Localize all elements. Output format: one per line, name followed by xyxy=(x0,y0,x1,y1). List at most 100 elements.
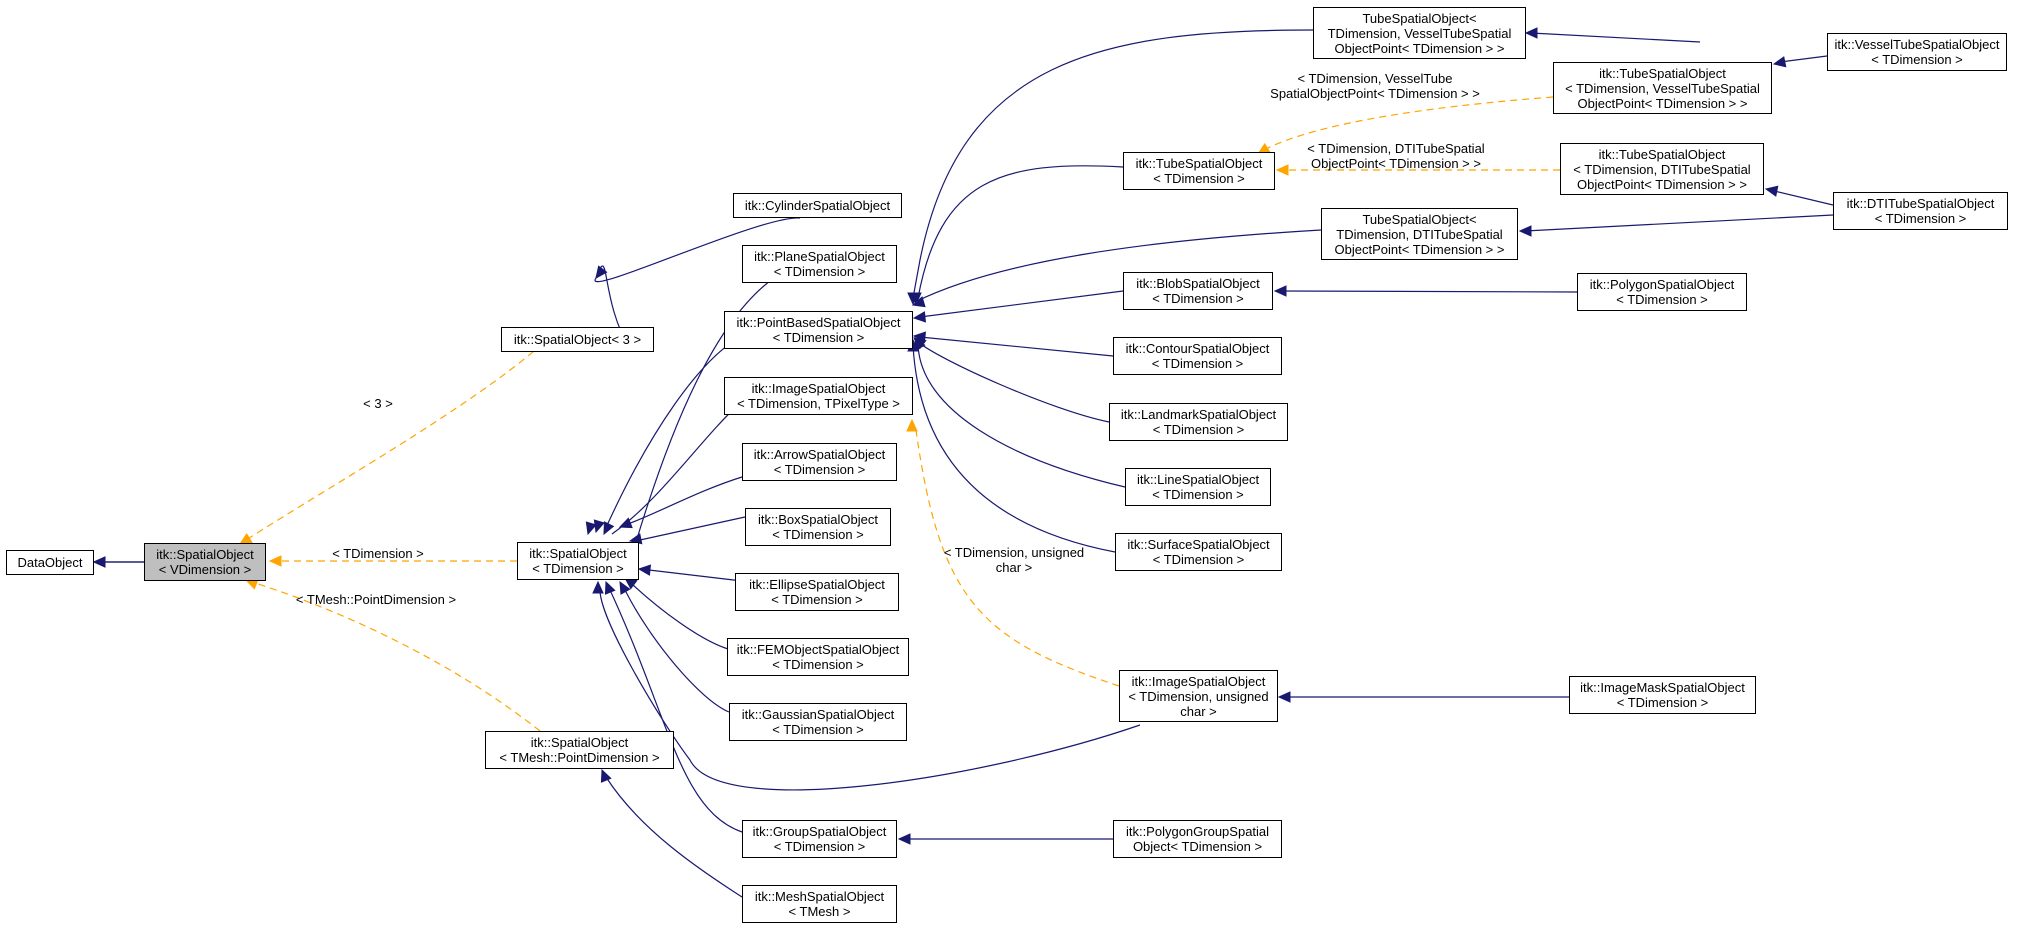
inheritance-edge xyxy=(627,476,743,525)
class-node-label: itk::PointBasedSpatialObject xyxy=(736,315,901,330)
edge-arrowhead xyxy=(1764,185,1779,197)
class-node-image-uchar[interactable]: itk::ImageSpatialObject< TDimension, uns… xyxy=(1119,670,1278,722)
class-node-label: < TDimension > xyxy=(772,657,864,672)
inheritance-edge xyxy=(1769,189,1834,206)
class-node-arrow[interactable]: itk::ArrowSpatialObject< TDimension > xyxy=(742,443,897,481)
edge-arrowhead xyxy=(912,311,927,323)
class-node-tube-vessel-tpl[interactable]: TubeSpatialObject<TDimension, VesselTube… xyxy=(1313,7,1526,59)
class-node-fem[interactable]: itk::FEMObjectSpatialObject< TDimension … xyxy=(727,638,909,676)
edge-label-lbl-tdim: < TDimension > xyxy=(332,546,424,561)
class-node-label: < TDimension, unsigned xyxy=(1128,688,1269,704)
class-node-label: TubeSpatialObject< xyxy=(1362,10,1477,26)
class-node-polygon[interactable]: itk::PolygonSpatialObject< TDimension > xyxy=(1577,273,1747,311)
template-instantiation-edge xyxy=(915,429,1120,687)
class-node-contour[interactable]: itk::ContourSpatialObject< TDimension > xyxy=(1113,337,1282,375)
class-node-box[interactable]: itk::BoxSpatialObject< TDimension > xyxy=(745,508,891,546)
class-node-tube-dti-inst[interactable]: itk::TubeSpatialObject< TDimension, DTIT… xyxy=(1560,143,1764,195)
class-node-label: char > xyxy=(1180,703,1217,719)
class-node-surface[interactable]: itk::SurfaceSpatialObject< TDimension > xyxy=(1115,533,1282,571)
edge-arrowhead xyxy=(600,768,612,783)
class-node-line[interactable]: itk::LineSpatialObject< TDimension > xyxy=(1125,468,1271,506)
edge-arrowhead xyxy=(92,556,106,568)
class-node-dataobject[interactable]: DataObject xyxy=(6,550,94,575)
class-node-label: < TDimension > xyxy=(1616,292,1708,307)
class-node-label: DataObject xyxy=(17,555,83,570)
inheritance-edge xyxy=(1530,32,1701,43)
inheritance-edge xyxy=(912,29,1314,299)
class-node-tube-vessel-inst[interactable]: itk::TubeSpatialObject< TDimension, Vess… xyxy=(1553,62,1772,114)
class-node-so-3[interactable]: itk::SpatialObject< 3 > xyxy=(501,327,654,352)
inheritance-edge xyxy=(1779,55,1828,63)
class-node-label: < TDimension > xyxy=(1871,52,1963,67)
class-node-label: itk::ImageSpatialObject xyxy=(1131,673,1266,689)
class-node-dtitube[interactable]: itk::DTITubeSpatialObject< TDimension > xyxy=(1833,192,2008,230)
inheritance-edge xyxy=(912,344,1116,553)
inheritance-edge xyxy=(594,217,801,350)
inheritance-edge xyxy=(914,229,1322,303)
inheritance-edge xyxy=(1279,290,1578,293)
inheritance-edge xyxy=(605,776,743,898)
edge-label-line: < TDimension > xyxy=(332,546,424,561)
edge-arrowhead xyxy=(619,580,631,595)
edge-label-lbl-tmesh: < TMesh::PointDimension > xyxy=(296,592,456,607)
class-node-tube-dti-tpl[interactable]: TubeSpatialObject<TDimension, DTITubeSpa… xyxy=(1321,208,1518,260)
edge-arrowhead xyxy=(585,521,597,536)
class-node-so-vdim[interactable]: itk::SpatialObject< VDimension > xyxy=(144,543,266,581)
edge-arrowhead xyxy=(1772,56,1787,68)
edge-arrowhead xyxy=(1273,285,1287,297)
class-node-label: itk::ImageMaskSpatialObject xyxy=(1580,680,1745,695)
class-node-group[interactable]: itk::GroupSpatialObject< TDimension > xyxy=(742,820,897,858)
class-node-imagemask[interactable]: itk::ImageMaskSpatialObject< TDimension … xyxy=(1569,676,1756,714)
class-node-label: TubeSpatialObject< xyxy=(1362,211,1477,227)
class-node-blob[interactable]: itk::BlobSpatialObject< TDimension > xyxy=(1123,272,1273,310)
edge-arrowhead xyxy=(910,292,922,306)
class-node-label: < TDimension > xyxy=(773,264,866,279)
inheritance-edge xyxy=(609,589,743,833)
class-node-tube[interactable]: itk::TubeSpatialObject< TDimension > xyxy=(1123,152,1275,190)
edge-arrowhead xyxy=(268,555,282,567)
edge-arrowhead xyxy=(604,580,616,595)
template-instantiation-edge xyxy=(251,581,541,732)
class-node-label: < TDimension > xyxy=(1152,422,1245,437)
class-node-label: < TDimension, VesselTubeSpatial xyxy=(1565,80,1760,96)
class-node-so-tdim[interactable]: itk::SpatialObject< TDimension > xyxy=(517,542,639,580)
class-node-landmark[interactable]: itk::LandmarkSpatialObject< TDimension > xyxy=(1109,403,1288,441)
class-node-ellipse[interactable]: itk::EllipseSpatialObject< TDimension > xyxy=(735,573,899,611)
edge-arrowhead xyxy=(603,521,615,536)
class-node-label: < TDimension > xyxy=(772,722,864,737)
class-node-label: itk::GroupSpatialObject xyxy=(752,824,887,839)
edge-arrowhead xyxy=(1277,691,1291,703)
class-node-label: < TDimension > xyxy=(1874,211,1967,226)
class-node-label: ObjectPoint< TDimension > > xyxy=(1334,241,1505,257)
class-node-cylinder[interactable]: itk::CylinderSpatialObject xyxy=(733,193,902,218)
class-node-label: itk::ArrowSpatialObject xyxy=(753,447,886,462)
class-node-so-tmesh[interactable]: itk::SpatialObject< TMesh::PointDimensio… xyxy=(485,731,674,769)
class-node-gaussian[interactable]: itk::GaussianSpatialObject< TDimension > xyxy=(729,703,907,741)
class-node-image-tpix[interactable]: itk::ImageSpatialObject< TDimension, TPi… xyxy=(724,377,913,415)
class-node-plane[interactable]: itk::PlaneSpatialObject< TDimension > xyxy=(742,245,897,283)
edge-arrowhead xyxy=(914,336,926,351)
class-node-label: < TDimension > xyxy=(1152,291,1244,306)
class-node-mesh[interactable]: itk::MeshSpatialObject< TMesh > xyxy=(742,885,897,923)
class-node-label: itk::SpatialObject xyxy=(156,547,254,562)
class-node-label: itk::ContourSpatialObject xyxy=(1125,341,1270,356)
edge-label-line: < TMesh::PointDimension > xyxy=(295,592,457,607)
inheritance-edge xyxy=(631,583,729,650)
class-node-label: itk::VesselTubeSpatialObject xyxy=(1834,37,2000,52)
inheritance-edge xyxy=(917,341,1110,423)
edge-label-line: < TDimension, VesselTube xyxy=(1297,71,1453,86)
inheritance-edge xyxy=(917,343,1126,488)
class-node-label: itk::EllipseSpatialObject xyxy=(749,577,885,592)
edge-arrowhead xyxy=(1275,164,1289,176)
class-node-label: Object< TDimension > xyxy=(1132,839,1263,854)
inheritance-edge xyxy=(919,336,1114,357)
class-node-label: itk::TubeSpatialObject xyxy=(1599,65,1726,81)
class-node-vesseltube[interactable]: itk::VesselTubeSpatialObject< TDimension… xyxy=(1827,33,2007,71)
class-node-pointbased[interactable]: itk::PointBasedSpatialObject< TDimension… xyxy=(724,311,913,349)
